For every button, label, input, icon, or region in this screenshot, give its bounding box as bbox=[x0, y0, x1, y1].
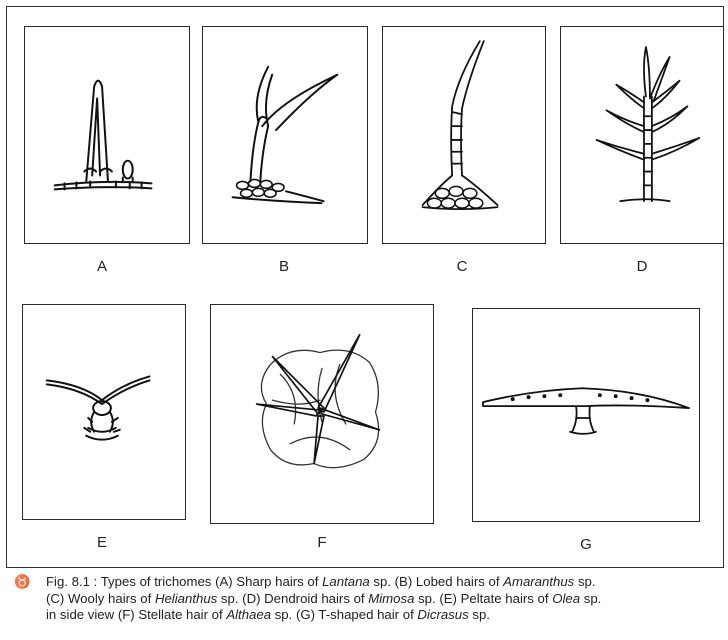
stellate-hair-drawing bbox=[211, 305, 433, 523]
panel-c bbox=[382, 26, 546, 244]
lobed-hair-drawing bbox=[203, 27, 367, 243]
label-b: B bbox=[264, 258, 304, 275]
panel-f bbox=[210, 304, 434, 524]
label-g: G bbox=[566, 536, 606, 553]
label-c: C bbox=[442, 258, 482, 275]
caption-line-2: (C) Wooly hairs of Helianthus sp. (D) De… bbox=[46, 591, 726, 608]
label-e: E bbox=[82, 534, 122, 551]
wooly-hair-drawing bbox=[383, 27, 545, 243]
label-f: F bbox=[302, 534, 342, 551]
panel-a bbox=[24, 26, 190, 244]
t-shaped-hair-drawing bbox=[473, 309, 699, 521]
caption-marker-icon: ♉ bbox=[14, 574, 30, 591]
caption-line-3: in side view (F) Stellate hair of Althae… bbox=[46, 607, 726, 624]
dendroid-hair-drawing bbox=[561, 27, 723, 243]
panel-d bbox=[560, 26, 724, 244]
panel-e bbox=[22, 304, 186, 520]
panel-b bbox=[202, 26, 368, 244]
label-a: A bbox=[82, 258, 122, 275]
caption-line-1: Fig. 8.1 : Types of trichomes (A) Sharp … bbox=[46, 574, 726, 591]
panel-g bbox=[472, 308, 700, 522]
peltate-hair-drawing bbox=[23, 305, 185, 519]
sharp-hair-drawing bbox=[25, 27, 189, 243]
label-d: D bbox=[622, 258, 662, 275]
